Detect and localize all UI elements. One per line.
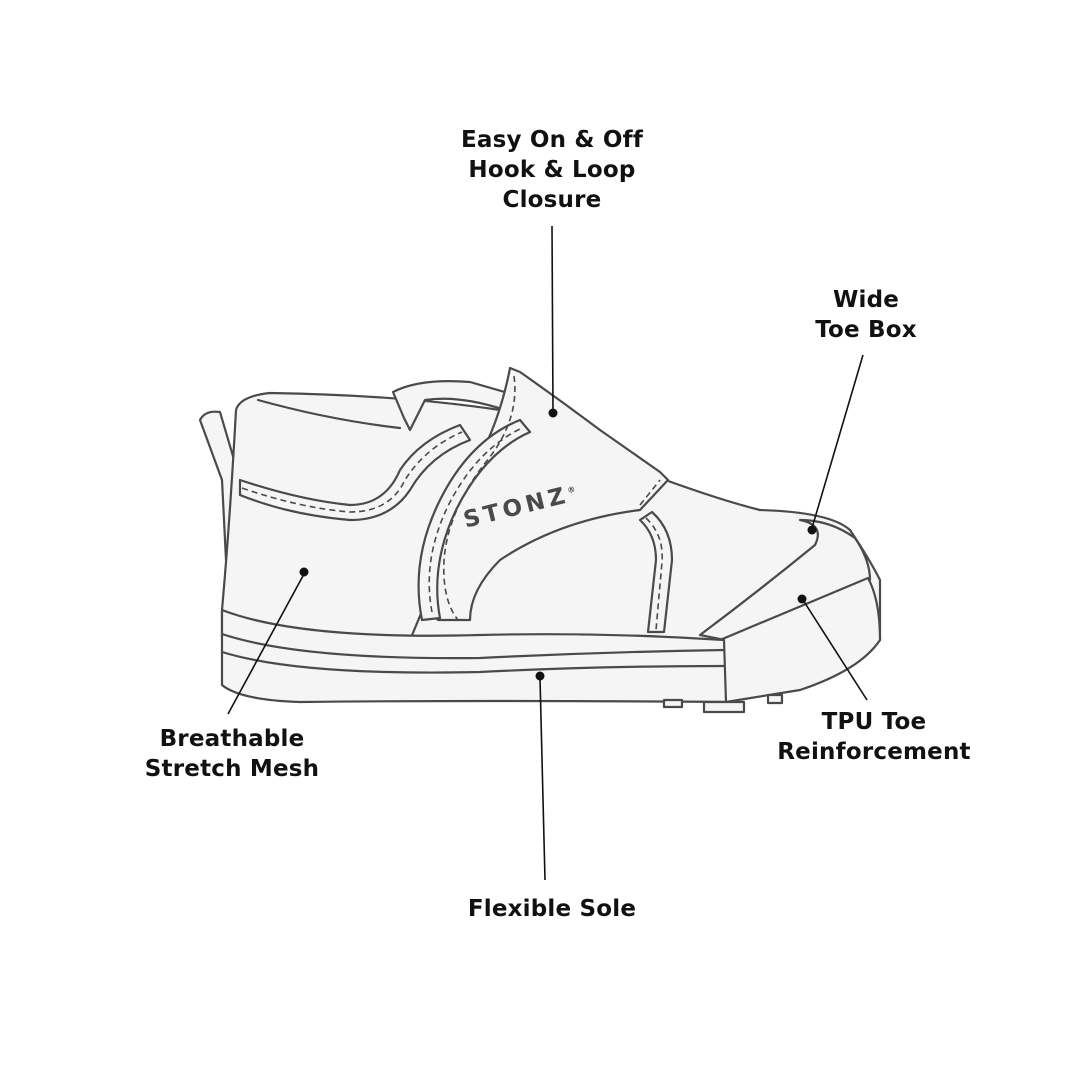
leader-closure: [551, 225, 554, 413]
leader-toe-box: [811, 354, 864, 529]
shoe-sole: [220, 608, 728, 704]
toe-cap: [698, 518, 872, 642]
leader-mesh: [227, 573, 305, 715]
callout-wide-toe-box: Wide Toe Box: [815, 287, 917, 343]
callout-breathable-stretch-mesh: Breathable Stretch Mesh: [144, 726, 320, 782]
callout-tpu-toe-reinforcement: TPU Toe Reinforcement: [777, 709, 971, 765]
callout-closure: Easy On & Off Hook & Loop Closure: [460, 127, 644, 213]
leader-toe-reinforcement: [802, 599, 868, 701]
leader-sole: [539, 677, 546, 881]
toe-bumper: [718, 576, 882, 704]
callout-flexible-sole: Flexible Sole: [467, 896, 637, 922]
